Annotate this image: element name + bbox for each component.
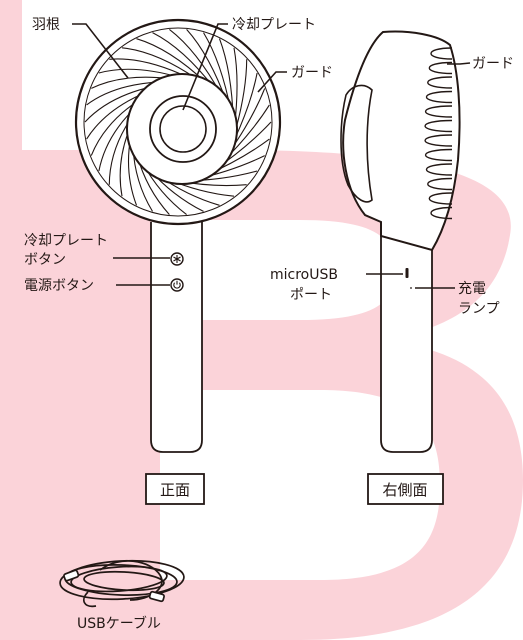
label-cooling-plate: 冷却プレート [232,17,316,33]
label-front-guard: ガード [291,65,333,81]
usb-port[interactable] [405,268,409,278]
guard-rib [424,119,453,133]
side-guard-front [340,84,373,203]
label-charge-lamp-1: 充電 [458,281,486,297]
guard-rib [426,90,453,104]
front-guard-inner [83,27,273,217]
label-cool-button-2: ボタン [24,252,66,268]
guard-rib [428,192,453,205]
guard-rib [430,47,453,60]
side-guard-ribs [424,47,453,220]
charge-lamp-dot [410,287,412,289]
guard-rib [430,206,453,220]
label-power-button: 電源ボタン [24,278,94,294]
snowflake-icon[interactable] [170,252,184,266]
label-blade: 羽根 [32,17,60,33]
front-title-box [145,473,205,505]
cooling-plate-core [159,105,207,153]
guard-rib [427,76,453,89]
guard-rib [424,134,453,147]
label-cool-button-1: 冷却プレート [24,233,108,249]
front-view [74,18,282,453]
label-usb-port-1: microUSB [270,267,338,283]
label-charge-lamp-2: ランプ [458,301,500,317]
front-handle [150,222,203,453]
side-handle [380,215,433,453]
usb-cable-illustration [59,559,185,608]
power-icon[interactable] [170,278,184,292]
side-title: 右側面 [382,481,427,499]
guard-rib [426,163,453,176]
front-title: 正面 [160,481,190,499]
side-leader-lines [366,62,471,289]
label-usb-port-2: ポート [290,287,332,303]
cooling-plate-ring [149,95,217,163]
guard-rib [424,105,453,118]
label-side-guard: ガード [472,56,514,72]
guard-rib [427,177,453,191]
front-leader-lines [72,23,287,286]
side-title-box [367,473,444,505]
guard-rib [424,148,453,162]
cooling-plate-outer [126,73,238,185]
guard-rib [428,61,453,75]
usb-cable-label: USBケーブル [77,615,161,632]
side-head-outline [342,30,461,252]
